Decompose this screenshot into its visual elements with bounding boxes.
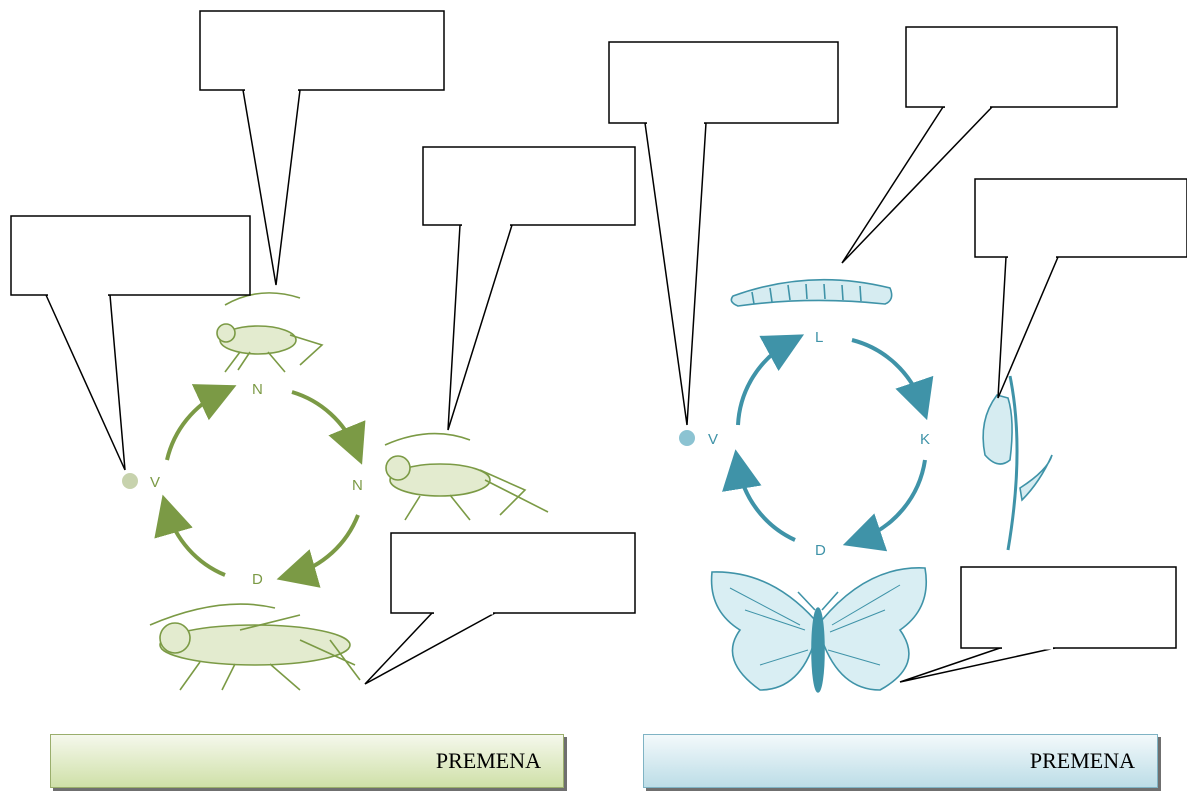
stage-label-nymph-right: N [352,477,363,494]
cycle-arrow [167,392,222,460]
caterpillar-icon [731,280,891,306]
callout-egg-right [609,42,838,425]
cycle-arrow [292,515,358,575]
footer-label-left: PREMENA [50,734,564,788]
stage-label-egg: V [708,431,718,448]
callout-nymph-right [423,147,635,430]
stage-label-adult: D [252,571,263,588]
chrysalis-icon [983,376,1052,550]
footer-label-right: PREMENA [643,734,1158,788]
stage-label-nymph-top: N [252,381,263,398]
cycle-arrow [738,465,795,540]
callout-egg-left [11,216,250,470]
egg-dot [679,430,695,446]
cycle-arrow [167,510,225,575]
stage-label-egg: V [150,474,160,491]
callout-adult-left [365,533,635,684]
stage-label-pupa: K [920,431,930,448]
grasshopper-adult-icon [150,604,360,690]
callout-adult-right [900,567,1176,682]
cycle-arrow [292,392,356,450]
cycle-arrow [858,460,925,540]
stage-label-larva: L [815,329,823,346]
grasshopper-nymph-top-icon [217,293,322,372]
butterfly-cycle: V L K D [609,27,1187,692]
callout-pupa [975,179,1187,398]
grasshopper-nymph-right-icon [385,434,548,520]
egg-dot [122,473,138,489]
butterfly-adult-icon [712,568,927,692]
grasshopper-cycle: V N N D [11,11,635,690]
stage-label-adult: D [815,542,826,559]
cycle-arrow [738,342,790,425]
cycle-arrow [852,340,922,405]
